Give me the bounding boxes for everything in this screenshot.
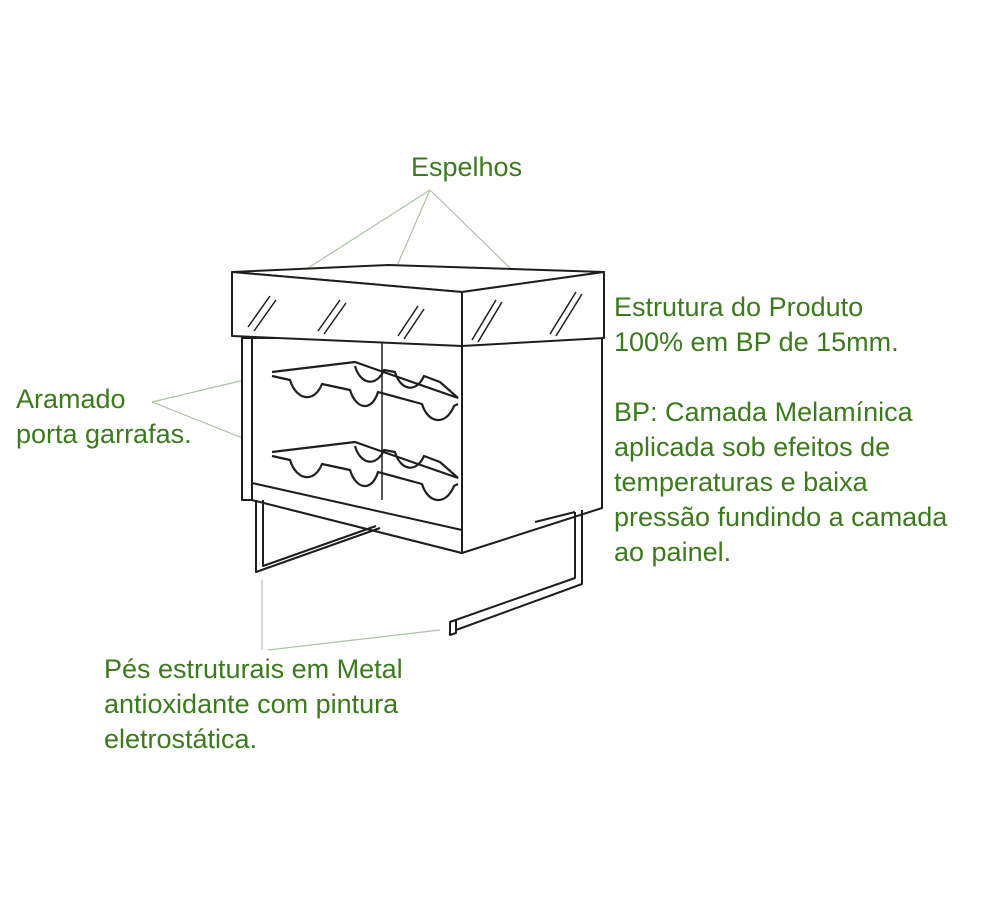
- label-bp-line-1: BP: Camada Melamínica: [614, 397, 913, 427]
- leader-espelhos-left: [304, 189, 431, 271]
- label-pes-line-1: Pés estruturais em Metal: [104, 654, 403, 684]
- mirror-right-panel: [461, 271, 605, 347]
- label-bp-line-2: aplicada sob efeitos de: [614, 432, 891, 462]
- label-aramado-line-1: Aramado: [16, 384, 126, 414]
- label-estrutura-line-1: Estrutura do Produto: [614, 292, 864, 322]
- label-aramado: Aramado porta garrafas.: [16, 382, 192, 452]
- leader-pes-right: [267, 629, 441, 651]
- cabinet-left-side: [241, 337, 253, 501]
- wire-rack-lower: [271, 440, 459, 502]
- label-bp-line-4: pressão fundindo a camada: [614, 502, 948, 532]
- mirror-reflections: [247, 291, 583, 343]
- label-bp-line-3: temperaturas e baixa: [614, 467, 868, 497]
- label-estrutura-line-2: 100% em BP de 15mm.: [614, 327, 899, 357]
- label-espelhos: Espelhos: [411, 150, 522, 185]
- label-bp: BP: Camada Melamínica aplicada sob efeit…: [614, 395, 947, 570]
- label-bp-line-5: ao painel.: [614, 537, 732, 567]
- label-estrutura: Estrutura do Produto 100% em BP de 15mm.: [614, 290, 899, 360]
- label-espelhos-text: Espelhos: [411, 152, 523, 182]
- cabinet-shelf-edge: [251, 482, 463, 531]
- label-pes: Pés estruturais em Metal antioxidante co…: [104, 652, 403, 757]
- wire-rack-upper: [271, 360, 459, 422]
- cabinet: [231, 264, 605, 636]
- leader-lines: [151, 189, 549, 651]
- label-aramado-line-2: porta garrafas.: [16, 419, 192, 449]
- label-pes-line-3: eletrostática.: [104, 724, 258, 754]
- metal-legs: [255, 500, 583, 636]
- label-pes-line-2: antioxidante com pintura: [104, 689, 399, 719]
